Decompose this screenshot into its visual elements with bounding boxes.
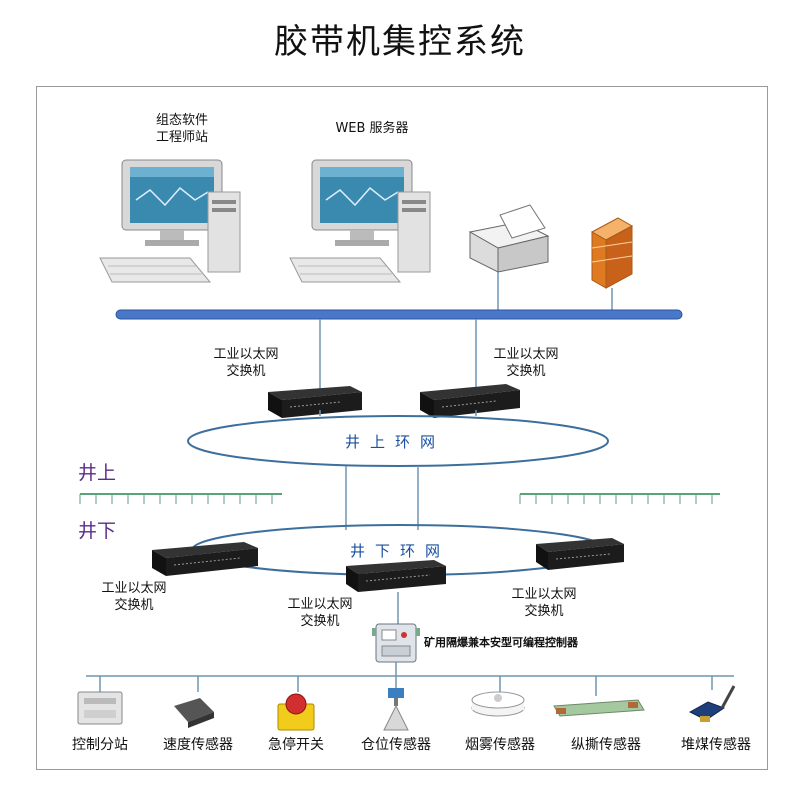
device-label-coal-pile-sensor: 堆煤传感器	[681, 737, 751, 753]
printer-icon	[468, 204, 550, 273]
web-server-computer	[289, 159, 431, 283]
lower-right-switch-line2: 交换机	[524, 604, 564, 619]
web-server-label: WEB 服务器	[312, 120, 432, 137]
device-label-smoke-sensor: 烟雾传感器	[465, 737, 535, 753]
ground-line-right	[519, 493, 720, 504]
lower-right-switch-line1: 工业以太网	[511, 587, 577, 602]
upper-ring-network	[187, 415, 609, 467]
diagram-title: 胶带机集控系统	[274, 22, 526, 62]
diagram-frame	[36, 86, 768, 770]
lower-left-switch-label: 工业以太网 交换机	[84, 580, 184, 614]
device-label-control-substation: 控制分站	[72, 737, 128, 753]
lower-mid-switch-line2: 交换机	[300, 614, 340, 629]
device-label-bin-level-sensor: 仓位传感器	[361, 737, 431, 753]
emergency-stop-icon	[277, 693, 315, 731]
lower-ring-label: 井下环网	[350, 542, 451, 560]
lower-left-switch	[152, 542, 258, 576]
upper-right-switch-line2: 交换机	[506, 364, 546, 379]
lower-right-switch-label: 工业以太网 交换机	[494, 586, 594, 620]
plc-controller	[372, 623, 420, 663]
controller-label: 矿用隔爆兼本安型可编程控制器	[424, 636, 578, 649]
upper-left-switch-line1: 工业以太网	[213, 347, 279, 362]
lower-mid-switch-line1: 工业以太网	[287, 597, 353, 612]
lower-mid-switch-label: 工业以太网 交换机	[270, 596, 370, 630]
tear-sensor-icon	[553, 699, 645, 717]
device-label-speed-sensor: 速度传感器	[163, 737, 233, 753]
ethernet-bus	[115, 309, 683, 320]
upper-left-switch-label: 工业以太网 交换机	[196, 346, 296, 380]
underground-label: 井下	[78, 520, 117, 542]
device-label-tear-sensor: 纵撕传感器	[571, 737, 641, 753]
lower-left-switch-line2: 交换机	[114, 598, 154, 613]
device-label-emergency-stop: 急停开关	[268, 737, 324, 753]
upper-right-switch-line1: 工业以太网	[493, 347, 559, 362]
lower-left-switch-line1: 工业以太网	[101, 581, 167, 596]
upper-left-switch-line2: 交换机	[226, 364, 266, 379]
control-substation-icon	[77, 691, 123, 725]
engineer-station-label-line1: 组态软件	[155, 113, 208, 128]
lower-right-switch	[536, 538, 624, 570]
upper-left-switch	[268, 386, 362, 418]
engineer-station-label-line2: 工程师站	[155, 130, 208, 145]
web-server-label-line1: WEB 服务器	[335, 121, 409, 136]
ground-line-left	[79, 493, 282, 504]
coal-pile-sensor-icon	[688, 685, 736, 722]
engineer-station-label: 组态软件 工程师站	[122, 112, 242, 146]
upper-right-switch	[420, 384, 520, 418]
upper-right-switch-label: 工业以太网 交换机	[476, 346, 576, 380]
engineer-station-computer	[99, 159, 241, 283]
lower-mid-switch	[346, 560, 446, 592]
upper-ring-label: 井上环网	[345, 433, 446, 451]
firewall-icon	[590, 217, 634, 289]
bin-level-sensor-icon	[383, 688, 409, 731]
above-ground-label: 井上	[78, 462, 117, 484]
speed-sensor-icon	[174, 698, 214, 728]
smoke-sensor-icon	[471, 691, 525, 717]
